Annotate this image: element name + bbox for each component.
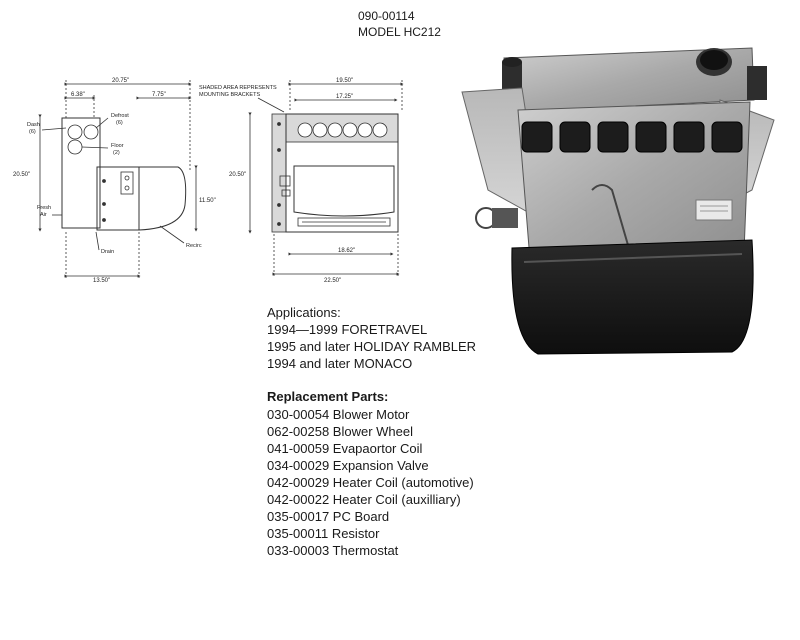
dim-top-left: 6.38" [71, 92, 85, 98]
dim-top-inner: 17.25" [336, 94, 353, 100]
front-view-labels: SHADED AREA REPRESENTS MOUNTING BRACKETS… [199, 78, 355, 284]
label-defrost-count: (6) [116, 120, 123, 126]
product-photo [461, 47, 775, 355]
dim-front-height: 20.50" [229, 172, 246, 178]
model-number: MODEL HC212 [358, 25, 441, 39]
part-item: 033-00003 Thermostat [267, 543, 399, 558]
header: 090-00114 MODEL HC212 [358, 8, 441, 40]
dim-top-outer: 19.50" [336, 78, 353, 84]
part-item: 034-00029 Expansion Valve [267, 458, 429, 473]
note-mounting-brackets: MOUNTING BRACKETS [199, 92, 260, 98]
dim-bottom: 13.50" [93, 278, 110, 284]
applications-section: Applications: 1994—1999 FORETRAVEL 1995 … [267, 304, 476, 372]
part-number: 090-00114 [358, 9, 415, 23]
dim-top-right: 7.75" [152, 92, 166, 98]
technical-drawings: 20.75" 6.38" 7.75" 20.50" 11.50" 13.50" … [13, 78, 404, 284]
dim-bottom-outer: 22.50" [324, 278, 341, 284]
label-dash-count: (6) [29, 129, 36, 135]
label-recirc: Recirc [186, 243, 202, 249]
dim-height: 20.50" [13, 172, 30, 178]
side-view-labels: 20.75" 6.38" 7.75" 20.50" 11.50" 13.50" … [13, 78, 216, 284]
application-item: 1994 and later MONACO [267, 356, 413, 371]
application-item: 1995 and later HOLIDAY RAMBLER [267, 339, 477, 354]
label-dash: Dash [27, 122, 40, 128]
part-item: 041-00059 Evapaortor Coil [267, 441, 423, 456]
label-drain: Drain [101, 249, 114, 255]
label-defrost: Defrost [111, 113, 129, 119]
replacement-parts-list: 030-00054 Blower Motor 062-00258 Blower … [267, 406, 474, 559]
part-item: 035-00017 PC Board [267, 509, 390, 524]
front-view-drawing [248, 80, 404, 278]
side-view-drawing [38, 80, 198, 280]
dim-bottom-inner: 18.62" [338, 248, 355, 254]
part-item: 042-00022 Heater Coil (auxilliary) [267, 492, 461, 507]
dim-top-width: 20.75" [112, 78, 129, 84]
application-item: 1994—1999 FORETRAVEL [267, 322, 428, 337]
part-item: 035-00011 Resistor [267, 526, 380, 541]
replacement-parts-title: Replacement Parts: [267, 389, 389, 404]
part-item: 062-00258 Blower Wheel [267, 424, 413, 439]
label-fresh: Fresh [37, 205, 51, 211]
applications-title: Applications: [267, 305, 341, 320]
label-air: Air [40, 212, 47, 218]
label-floor: Floor [111, 143, 124, 149]
dim-right-height: 11.50" [199, 198, 216, 204]
part-item: 042-00029 Heater Coil (automotive) [267, 475, 474, 490]
label-floor-count: (2) [113, 150, 120, 156]
note-shaded-area: SHADED AREA REPRESENTS [199, 85, 277, 91]
part-item: 030-00054 Blower Motor [267, 407, 410, 422]
